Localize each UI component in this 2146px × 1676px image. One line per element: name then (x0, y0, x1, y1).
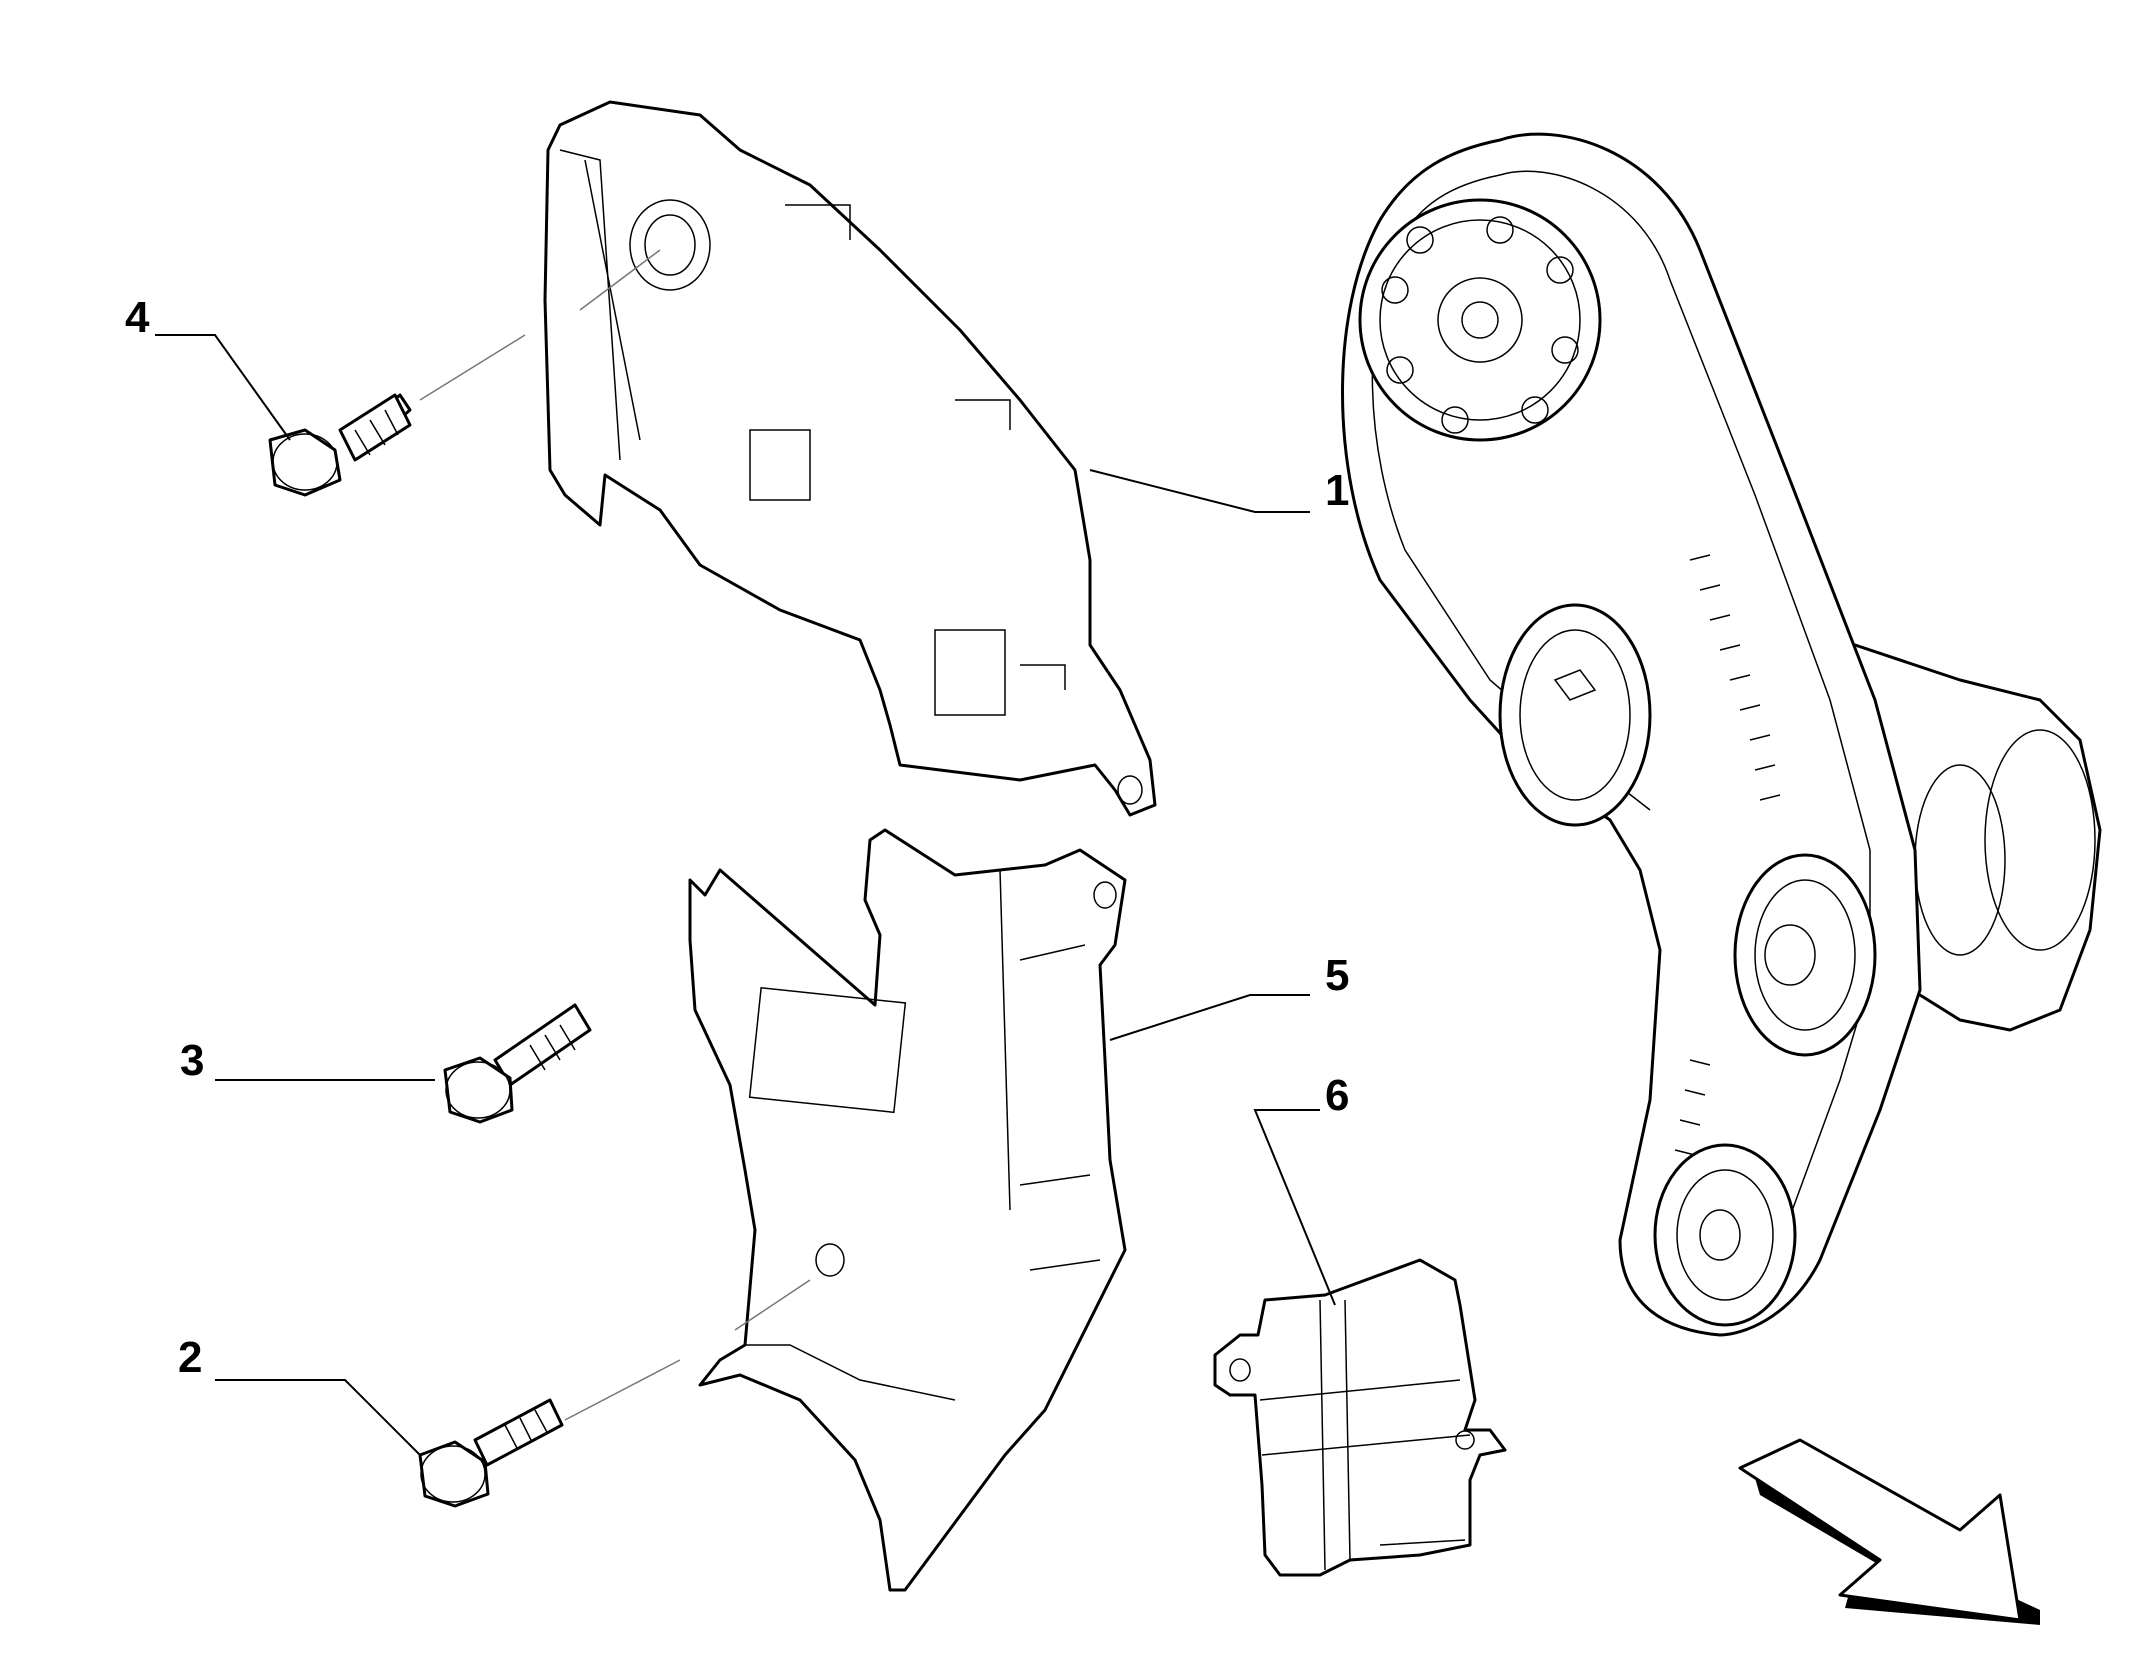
timing-belt-assembly (1341, 132, 2102, 1337)
bolt-4[interactable] (268, 393, 412, 497)
bolt-3[interactable] (443, 1003, 592, 1124)
cover-bracket[interactable] (1213, 1258, 1507, 1577)
callout-1: 1 (1325, 466, 1349, 515)
callout-3: 3 (180, 1036, 204, 1085)
callout-2: 2 (178, 1333, 202, 1382)
callout-6: 6 (1325, 1071, 1349, 1120)
direction-arrow-icon (1738, 1438, 2040, 1625)
lower-timing-cover[interactable] (564, 828, 1127, 1592)
callout-4: 4 (125, 293, 150, 342)
callout-5: 5 (1325, 951, 1349, 1000)
bolt-2[interactable] (418, 1398, 564, 1508)
upper-timing-cover[interactable] (419, 100, 1157, 817)
leader-lines (155, 334, 1336, 1456)
